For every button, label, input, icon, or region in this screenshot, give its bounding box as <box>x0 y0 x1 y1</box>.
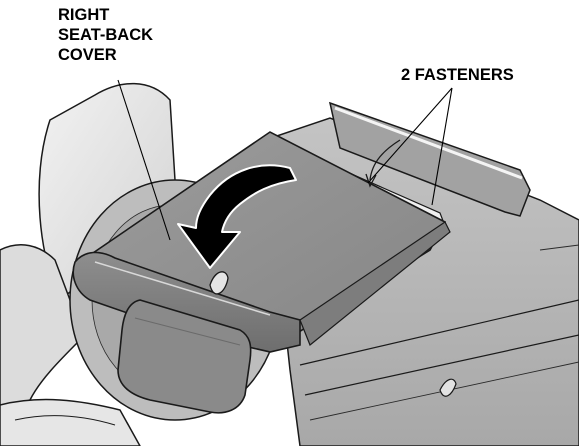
cover-label-line3: COVER <box>58 46 117 64</box>
cover-label-line2: SEAT-BACK <box>58 26 153 44</box>
callout-labels: RIGHT SEAT-BACK COVER 2 FASTENERS <box>58 6 514 84</box>
cover-leader-line <box>117 79 171 241</box>
fastener-leader-line-2 <box>367 87 453 184</box>
seat-back-cover <box>72 131 451 414</box>
fold-arrow <box>365 139 401 188</box>
fasteners-label: 2 FASTENERS <box>401 66 514 84</box>
removal-direction-arrow <box>177 164 297 269</box>
cover-label-line1: RIGHT <box>58 6 109 24</box>
lower-fastener <box>439 378 457 397</box>
leader-lines <box>117 79 453 241</box>
fastener-leader-line-1 <box>431 87 453 206</box>
cover-fastener-hole <box>209 271 229 295</box>
seat-frame <box>0 82 176 446</box>
cover-tab <box>117 299 252 414</box>
